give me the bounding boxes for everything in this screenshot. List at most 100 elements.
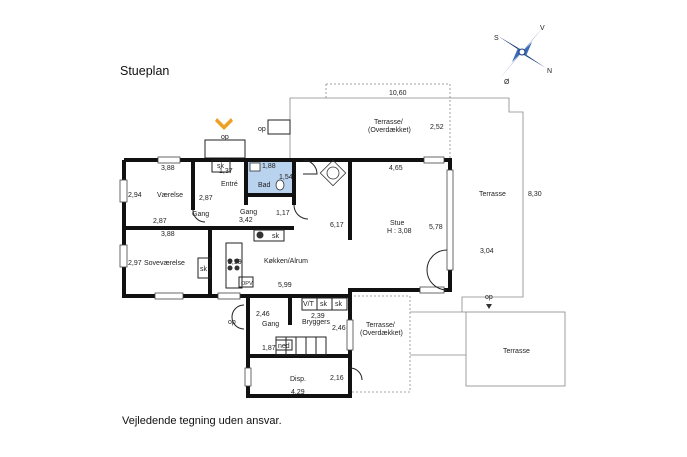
- room-terrasse-1: Terrasse: [479, 191, 506, 198]
- compass-s: S: [494, 35, 499, 42]
- dim: 3,04: [480, 248, 494, 255]
- dim: 2,94: [128, 192, 142, 199]
- dim: 6,17: [330, 222, 344, 229]
- dim: 4,65: [389, 165, 403, 172]
- dim: 3,88: [161, 165, 175, 172]
- window: [446, 169, 454, 271]
- door: [192, 209, 206, 223]
- room-gang-3: Gang: [262, 321, 279, 328]
- compass-o: Ø: [504, 79, 510, 86]
- terrace-lower-outline: [465, 311, 566, 387]
- dim: 5,99: [278, 282, 292, 289]
- dim: 1,88: [262, 163, 276, 170]
- dim: 2,46: [332, 325, 346, 332]
- room-terrasse-overdaekket-2b: (Overdækket): [360, 330, 403, 337]
- arrow-down-icon: [486, 304, 492, 309]
- room-terrasse-overdaekket-2: Terrasse/: [366, 322, 395, 329]
- toilet-icon: [275, 179, 285, 191]
- window: [154, 292, 184, 300]
- dim: 1,54: [279, 174, 293, 181]
- room-disp: Disp.: [290, 376, 306, 383]
- window: [119, 179, 128, 203]
- label-sk-bryggers-2: sk: [335, 301, 343, 308]
- room-terrasse-overdaekket-1: Terrasse/: [374, 119, 403, 126]
- dim: 4,29: [291, 389, 305, 396]
- terrace-outline-top: [289, 97, 524, 312]
- door: [231, 304, 245, 330]
- label-op-entry: op: [221, 134, 229, 141]
- door: [293, 204, 309, 220]
- fireplace-icon: [319, 159, 347, 187]
- window: [346, 319, 354, 351]
- kitchen-counter: [225, 242, 243, 289]
- dim: 2,39: [311, 313, 325, 320]
- room-vaerelse: Værelse: [157, 192, 183, 199]
- dim: 2,52: [430, 124, 444, 131]
- opv-box: [238, 276, 254, 288]
- room-gang-2: Gang: [240, 209, 257, 216]
- dim: 2,87: [199, 195, 213, 202]
- room-gang-1: Gang: [192, 211, 209, 218]
- door: [302, 159, 318, 175]
- kitchen-counter-top: [253, 229, 285, 242]
- closet-sove: [197, 257, 211, 279]
- disclaimer: Vejledende tegning uden ansvar.: [122, 415, 282, 427]
- ned-box: [275, 339, 293, 351]
- room-sovevaerelse: Soveværelse: [144, 260, 185, 267]
- terrace-step: [267, 119, 291, 135]
- room-terrasse-2: Terrasse: [503, 348, 530, 355]
- label-opv: OPV: [241, 281, 253, 287]
- stove-icon: [227, 258, 240, 271]
- room-kokken: Køkken/Alrum: [264, 258, 308, 265]
- room-stue: Stue: [390, 220, 405, 227]
- room-stue-height: H : 3,08: [387, 228, 412, 235]
- dim: 2,46: [256, 311, 270, 318]
- window: [157, 156, 181, 164]
- label-vt: V/T: [303, 301, 315, 308]
- window: [244, 367, 252, 387]
- closet-entre: [211, 159, 231, 173]
- compass-v: V: [540, 25, 545, 32]
- dim: 2,97: [128, 260, 142, 267]
- label-op-terrasse: op: [485, 294, 493, 301]
- dim: 1,17: [276, 210, 290, 217]
- door: [426, 249, 448, 291]
- bath-sink: [249, 162, 261, 172]
- label-ned: ned: [278, 343, 290, 350]
- closet-bryggers-2: [331, 297, 348, 311]
- window: [419, 286, 445, 294]
- window: [119, 244, 128, 268]
- sink-icon: [256, 231, 264, 239]
- compass-rose-icon: [498, 26, 546, 78]
- dim: 10,60: [389, 90, 407, 97]
- dim: 2,99: [228, 259, 242, 266]
- dim: 2,16: [330, 375, 344, 382]
- dim: 5,78: [429, 224, 443, 231]
- room-bryggers: Bryggers: [302, 319, 331, 326]
- dim: 3,42: [239, 217, 253, 224]
- window: [423, 156, 445, 164]
- door: [349, 367, 363, 381]
- room-terrasse-overdaekket-1b: (Overdækket): [368, 127, 411, 134]
- terrace-lower-covered-outline: [350, 295, 411, 393]
- compass-n: N: [547, 68, 552, 75]
- label-sk-kokken: sk: [272, 233, 280, 240]
- dim: 1,87: [262, 345, 276, 352]
- label-sk-entre: sk: [217, 163, 225, 170]
- label-sk-sove: sk: [200, 266, 208, 273]
- dim: 8,30: [528, 191, 542, 198]
- entry-porch: [204, 139, 246, 159]
- label-op-gang: op: [228, 319, 236, 326]
- label-op-terrace: op: [258, 126, 266, 133]
- room-entre: Entré: [221, 181, 238, 188]
- dim: 2,87: [153, 218, 167, 225]
- entry-arrow-icon: [215, 118, 233, 130]
- window: [217, 292, 241, 300]
- label-sk-bryggers-1: sk: [320, 301, 328, 308]
- room-bad: Bad: [258, 182, 271, 189]
- dim: 3,88: [161, 231, 175, 238]
- dim: 1,37: [219, 168, 233, 175]
- plan-title: Stueplan: [120, 64, 169, 78]
- outer-wall-main: [122, 158, 452, 298]
